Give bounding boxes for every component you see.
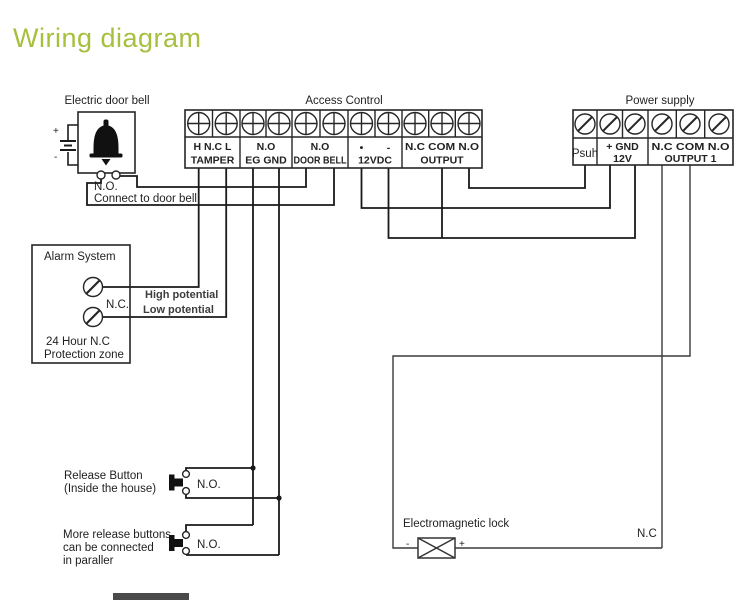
screw-terminal-icon	[241, 111, 265, 136]
bell-connect-label: Connect to door bell	[94, 193, 197, 205]
bell-contact	[111, 170, 121, 180]
psu-output-row2: OUTPUT 1	[665, 153, 717, 165]
doorbell-row1: N.O	[311, 141, 330, 153]
12vdc-plus-mark: •	[360, 142, 364, 154]
low-potential-label: Low potential	[143, 304, 214, 316]
power-supply-title: Power supply	[625, 95, 694, 107]
12vdc-minus-mark: -	[387, 142, 391, 154]
eggnd-row2: EG GND	[245, 155, 287, 167]
screw-terminal-icon	[651, 113, 673, 135]
wire-no-to-push	[468, 165, 586, 189]
door-bell-box	[77, 111, 136, 174]
screw-terminal-icon	[624, 113, 646, 135]
screw-terminal-icon	[82, 276, 104, 298]
wire-high-potential	[102, 168, 200, 288]
page-title: Wiring diagram	[13, 23, 202, 53]
wire-psu-com-to-lock	[392, 165, 691, 549]
wires	[86, 165, 691, 556]
screw-terminal-icon	[708, 113, 730, 135]
eggnd-row1: N.O	[257, 141, 276, 153]
push-button-icon	[169, 474, 183, 491]
psu-output-row1: N.C COM N.O	[652, 141, 730, 153]
button-contact	[181, 546, 191, 556]
junction-dot	[276, 495, 282, 501]
power-supply-block: Power supply Psuh + GND 12V N.C COM N.O …	[572, 95, 734, 166]
psu-12v-row1: + GND	[606, 141, 639, 153]
12vdc-row2: 12VDC	[358, 155, 392, 167]
screw-terminal-icon	[322, 111, 346, 136]
screw-terminal-icon	[294, 111, 318, 136]
wire-button2-top	[185, 524, 253, 531]
screw-terminal-icon	[186, 111, 211, 136]
lock-icon	[417, 537, 456, 559]
lock-nc-label: N.C	[637, 528, 657, 540]
alarm-system-block: Alarm System N.C. 24 Hour N.C Protection…	[31, 244, 218, 364]
alarm-nc-label: N.C.	[106, 299, 129, 311]
battery-minus-label: -	[54, 152, 57, 163]
release-button-1: Release Button (Inside the house) N.O.	[64, 469, 221, 496]
screw-terminal-icon	[430, 111, 454, 136]
wire-button1-top	[185, 467, 253, 470]
button1-no-label: N.O.	[197, 479, 221, 491]
psu-12v-row2: 12V	[613, 153, 632, 165]
door-bell-title: Electric door bell	[64, 95, 149, 107]
release-button-2: More release buttons can be connected in…	[63, 529, 221, 567]
screw-terminal-icon	[403, 111, 427, 136]
wire-12v-plus	[360, 165, 611, 209]
doorbell-row2: DOOR BELL	[294, 155, 347, 167]
output-row2: OUTPUT	[420, 155, 464, 167]
button-contact	[181, 530, 191, 540]
alarm-box	[31, 244, 131, 364]
wire-12v-minus	[387, 165, 636, 239]
battery-plus-label: +	[53, 126, 59, 137]
tamper-row1: H N.C L	[194, 141, 233, 153]
screw-terminal-icon	[82, 306, 104, 328]
alarm-zone-line2: Protection zone	[44, 349, 124, 361]
more-buttons-line1: More release buttons	[63, 529, 171, 541]
bell-contact	[96, 170, 106, 180]
button-contact	[181, 469, 191, 479]
battery-icon	[60, 124, 78, 166]
wire-bell-no	[120, 168, 307, 188]
push-button-icon	[169, 535, 183, 551]
screw-terminal-icon	[679, 113, 701, 135]
junction-dot	[250, 465, 256, 471]
access-control-block: Access Control H N.C L TAMPER N.O EG GND…	[184, 95, 483, 169]
button-contact	[181, 486, 191, 496]
lock-plus-label: +	[459, 539, 465, 550]
push-label: Psuh	[572, 148, 598, 160]
screw-terminal-icon	[349, 111, 374, 136]
button2-no-label: N.O.	[197, 539, 221, 551]
bell-icon	[89, 119, 123, 166]
screw-terminal-icon	[457, 111, 481, 136]
output-row1: N.C COM N.O	[405, 141, 479, 153]
high-potential-label: High potential	[145, 289, 218, 301]
wire-low-potential	[102, 168, 228, 318]
lock-minus-label: -	[406, 539, 409, 550]
alarm-title: Alarm System	[44, 251, 116, 263]
lock-title: Electromagnetic lock	[403, 518, 509, 530]
electromagnetic-lock: Electromagnetic lock - + N.C	[403, 518, 657, 559]
wire-bell-common	[86, 168, 335, 206]
bottom-bar	[113, 593, 189, 600]
door-bell-block: Electric door bell + - N.O. Connect to d…	[53, 95, 197, 205]
screw-terminal-icon	[214, 111, 238, 136]
more-buttons-line2: can be connected	[63, 542, 154, 554]
screw-terminal-icon	[599, 113, 621, 135]
screw-terminal-icon	[267, 111, 291, 136]
more-buttons-line3: in paraller	[63, 555, 114, 567]
tamper-row2: TAMPER	[191, 155, 235, 167]
access-control-title: Access Control	[305, 95, 382, 107]
bell-no-label: N.O.	[94, 181, 118, 193]
release-button-line2: (Inside the house)	[64, 483, 156, 495]
screw-terminal-icon	[574, 113, 596, 135]
release-button-line1: Release Button	[64, 470, 143, 482]
screw-terminal-icon	[376, 111, 401, 136]
alarm-zone-line1: 24 Hour N.C	[46, 336, 110, 348]
wire-button1-bottom	[185, 495, 279, 499]
